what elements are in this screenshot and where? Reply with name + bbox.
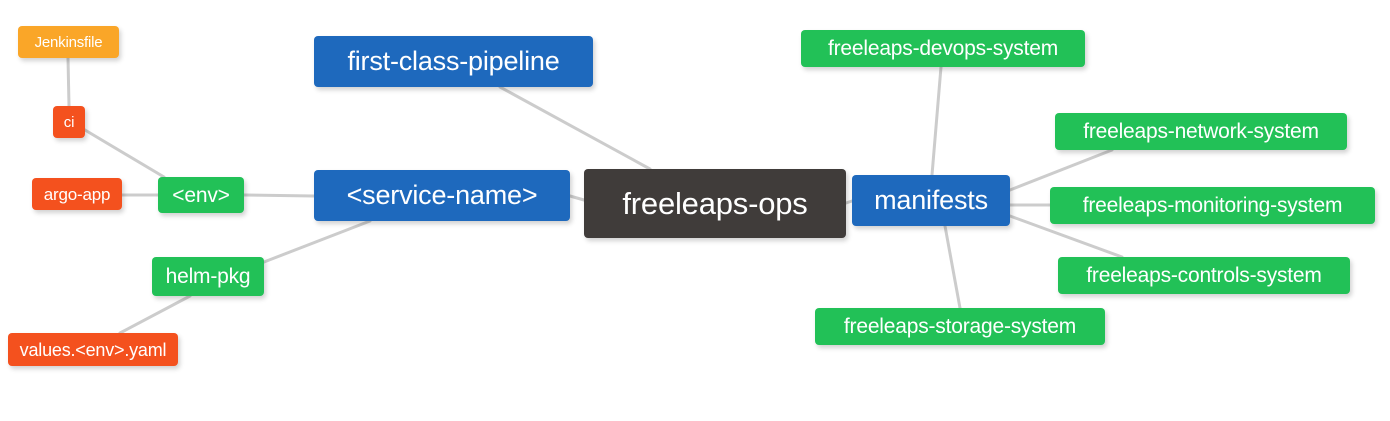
node-argo-app[interactable]: argo-app: [32, 178, 122, 210]
edge-manifests-to-freeleaps-storage-system: [943, 224, 962, 310]
edge-jenkinsfile-to-ci: [66, 56, 71, 108]
node-freeleaps-ops[interactable]: freeleaps-ops: [584, 169, 846, 238]
node-service-name[interactable]: <service-name>: [314, 170, 570, 221]
node-label-freeleaps-monitoring-system: freeleaps-monitoring-system: [1082, 194, 1343, 217]
node-values-env-yaml[interactable]: values.<env>.yaml: [8, 333, 178, 366]
edge-env-to-service-name: [242, 193, 316, 198]
edge-manifests-to-freeleaps-controls-system: [1008, 214, 1124, 259]
edge-freeleaps-devops-system-to-manifests: [930, 65, 943, 177]
node-helm-pkg[interactable]: helm-pkg: [152, 257, 264, 296]
node-freeleaps-network-system[interactable]: freeleaps-network-system: [1055, 113, 1347, 150]
node-label-argo-app: argo-app: [43, 184, 111, 204]
node-label-helm-pkg: helm-pkg: [165, 265, 251, 288]
node-label-env: <env>: [172, 183, 230, 207]
node-label-first-class-pipeline: first-class-pipeline: [347, 46, 560, 76]
edge-first-class-pipeline-to-freeleaps-ops: [498, 85, 652, 171]
node-label-freeleaps-devops-system: freeleaps-devops-system: [828, 37, 1058, 60]
edge-helm-pkg-to-service-name: [262, 219, 372, 264]
node-first-class-pipeline[interactable]: first-class-pipeline: [314, 36, 593, 87]
node-label-freeleaps-controls-system: freeleaps-controls-system: [1086, 264, 1322, 287]
node-label-values-env-yaml: values.<env>.yaml: [19, 339, 167, 360]
edge-freeleaps-ops-to-manifests: [844, 199, 854, 205]
edge-manifests-to-freeleaps-network-system: [1008, 148, 1114, 192]
node-freeleaps-storage-system[interactable]: freeleaps-storage-system: [815, 308, 1105, 345]
node-label-service-name: <service-name>: [346, 180, 538, 210]
node-ci[interactable]: ci: [53, 106, 85, 138]
edge-ci-to-env: [83, 128, 166, 179]
node-label-manifests: manifests: [874, 185, 988, 215]
node-freeleaps-controls-system[interactable]: freeleaps-controls-system: [1058, 257, 1350, 294]
node-env[interactable]: <env>: [158, 177, 244, 213]
edge-values-env-yaml-to-helm-pkg: [118, 294, 192, 335]
node-label-jenkinsfile: Jenkinsfile: [34, 33, 103, 51]
node-label-freeleaps-ops: freeleaps-ops: [622, 186, 808, 221]
node-freeleaps-devops-system[interactable]: freeleaps-devops-system: [801, 30, 1085, 67]
node-freeleaps-monitoring-system[interactable]: freeleaps-monitoring-system: [1050, 187, 1375, 224]
node-label-freeleaps-storage-system: freeleaps-storage-system: [843, 315, 1077, 338]
edge-service-name-to-freeleaps-ops: [568, 194, 586, 202]
node-jenkinsfile[interactable]: Jenkinsfile: [18, 26, 119, 58]
node-manifests[interactable]: manifests: [852, 175, 1010, 226]
node-label-ci: ci: [63, 113, 75, 131]
node-label-freeleaps-network-system: freeleaps-network-system: [1083, 120, 1319, 143]
